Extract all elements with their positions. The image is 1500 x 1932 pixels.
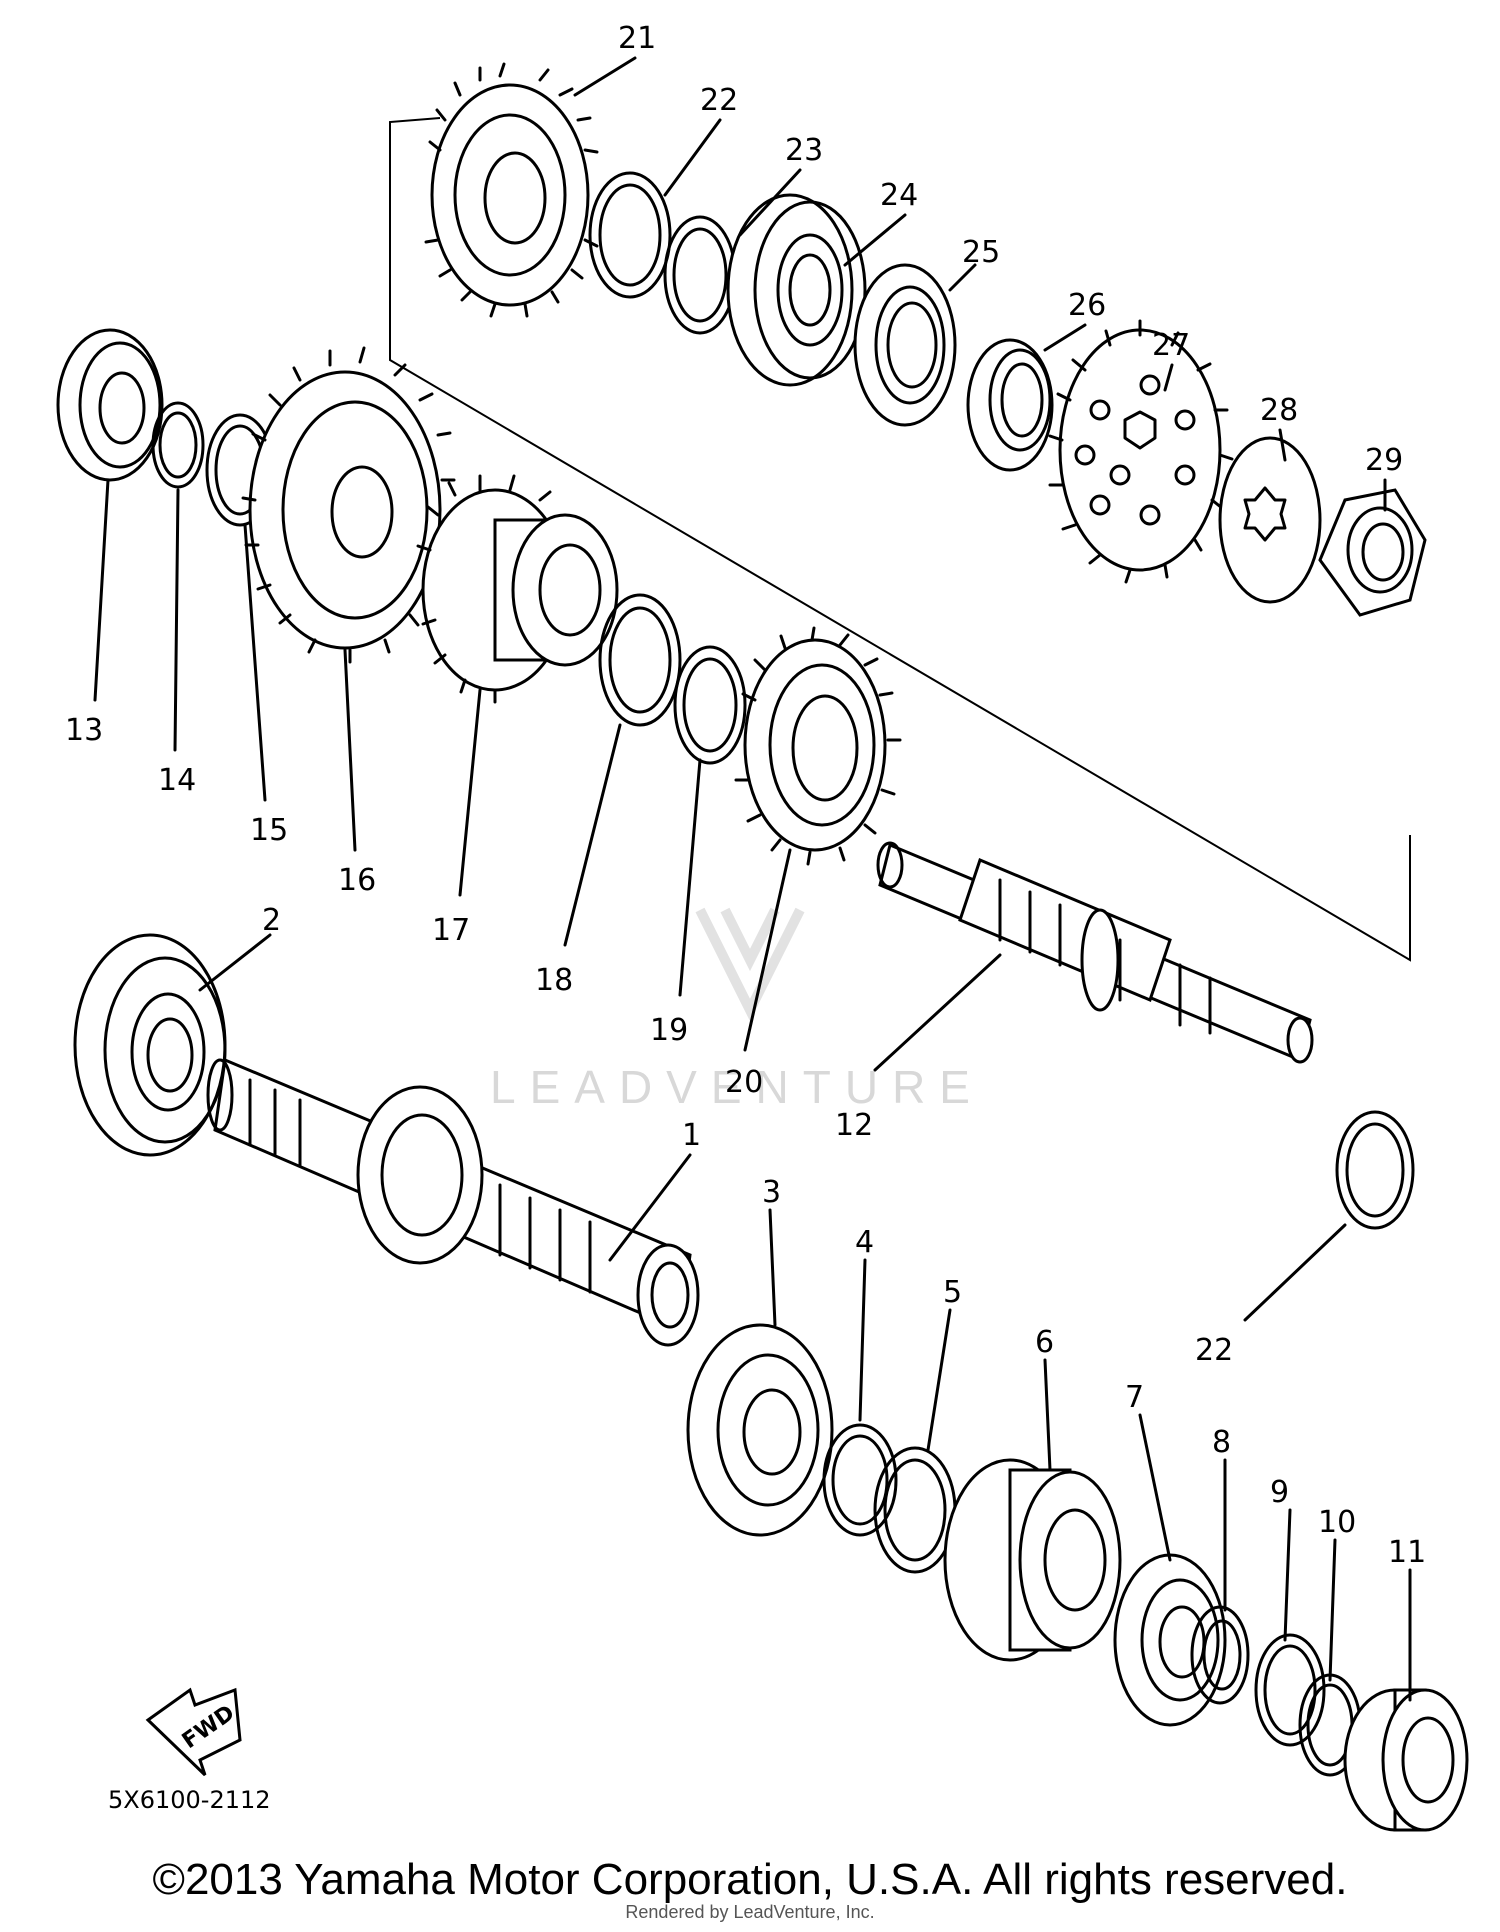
label-part-6: 6 (1035, 1325, 1054, 1360)
part-17-gear (416, 474, 619, 704)
part-11-bearing (1343, 1688, 1469, 1832)
part-21-gear (424, 62, 599, 318)
label-part-10: 10 (1318, 1505, 1356, 1540)
label-part-2: 2 (262, 903, 281, 938)
part-29-nut (1318, 488, 1427, 617)
leader-lines (93, 56, 1412, 1702)
part-22-circlip (588, 171, 672, 299)
label-part-1: 1 (682, 1118, 701, 1153)
label-part-4: 4 (855, 1225, 874, 1260)
label-part-28: 28 (1260, 393, 1298, 428)
part-23-washer (663, 215, 737, 335)
label-part-22-lower: 22 (1195, 1333, 1233, 1368)
label-part-8: 8 (1212, 1425, 1231, 1460)
label-part-18: 18 (535, 963, 573, 998)
part-9-circlip (1254, 1633, 1326, 1747)
part-12-drive-axle (876, 841, 1314, 1064)
label-part-22: 22 (700, 83, 738, 118)
label-part-15: 15 (250, 813, 288, 848)
part-20-gear (734, 626, 902, 866)
label-part-26: 26 (1068, 288, 1106, 323)
part-8-collar (1190, 1605, 1250, 1705)
label-part-12: 12 (835, 1108, 873, 1143)
part-24-bearing (726, 193, 867, 387)
label-part-14: 14 (158, 763, 196, 798)
part-6-gear (943, 1458, 1122, 1662)
diagram-code: 5X6100-2112 (108, 1786, 271, 1814)
label-part-3: 3 (762, 1175, 781, 1210)
label-part-16: 16 (338, 863, 376, 898)
part-5-circlip (873, 1446, 957, 1574)
part-2-bearing (73, 933, 227, 1157)
part-13-bearing (56, 328, 164, 482)
watermark-text: LEADVENTURE (490, 1061, 984, 1113)
label-part-27: 27 (1152, 328, 1190, 363)
label-part-24: 24 (880, 178, 918, 213)
rendered-by-notice: Rendered by LeadVenture, Inc. (625, 1902, 875, 1922)
part-27-sprocket (1048, 319, 1234, 584)
part-4-washer (822, 1423, 898, 1537)
part-28-lock-washer (1218, 436, 1322, 604)
part-14-circlip (151, 401, 205, 489)
label-part-9: 9 (1270, 1475, 1289, 1510)
label-part-23: 23 (785, 133, 823, 168)
part-26-collar (966, 338, 1054, 472)
label-part-20: 20 (725, 1065, 763, 1100)
fwd-direction-arrow: FWD (145, 1687, 242, 1777)
label-part-19: 19 (650, 1013, 688, 1048)
label-part-5: 5 (943, 1275, 962, 1310)
label-part-17: 17 (432, 913, 470, 948)
label-part-7: 7 (1125, 1380, 1144, 1415)
part-22-circlip-lower (1335, 1110, 1415, 1230)
part-labels: 1 2 3 4 5 6 7 8 9 10 11 12 13 14 15 16 1… (65, 21, 1426, 1570)
label-part-11: 11 (1388, 1535, 1426, 1570)
label-part-25: 25 (962, 235, 1000, 270)
part-25-oil-seal (853, 263, 957, 427)
label-part-13: 13 (65, 713, 103, 748)
label-part-21: 21 (618, 21, 656, 56)
part-1-main-axle (206, 1057, 700, 1347)
part-3-gear (686, 1323, 834, 1537)
part-19-washer (673, 645, 747, 765)
part-18-circlip (598, 593, 682, 727)
label-part-29: 29 (1365, 443, 1403, 478)
drive-axle-group-bracket (389, 117, 1411, 962)
part-16-gear (241, 346, 456, 664)
copyright-notice: ©2013 Yamaha Motor Corporation, U.S.A. A… (152, 1855, 1348, 1904)
watermark-logo (695, 907, 805, 1022)
